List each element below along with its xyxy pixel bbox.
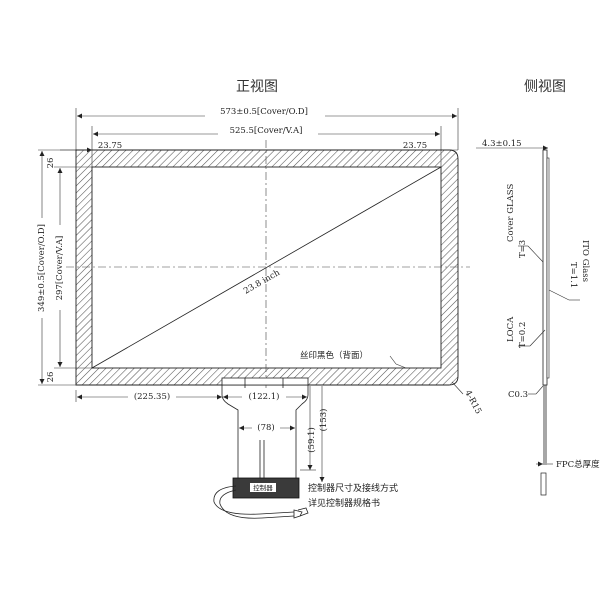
side-view-stack bbox=[540, 149, 550, 496]
dim-side-margins: 23.75 23.75 bbox=[60, 141, 458, 153]
side-view-title: 侧视图 bbox=[524, 79, 566, 95]
corner-radius-label: 4-R15 bbox=[462, 389, 483, 416]
svg-text:(78): (78) bbox=[257, 422, 274, 433]
svg-text:LOCA: LOCA bbox=[506, 316, 516, 342]
svg-text:4.3±0.15: 4.3±0.15 bbox=[482, 139, 522, 149]
svg-text:525.5[Cover/V.A]: 525.5[Cover/V.A] bbox=[230, 126, 303, 136]
controller-board: 控制器 bbox=[232, 477, 300, 499]
svg-text:23.75: 23.75 bbox=[98, 141, 122, 151]
dim-fpc-offset: (225.35) bbox=[75, 390, 222, 402]
svg-text:(59.1): (59.1) bbox=[306, 427, 317, 453]
svg-text:349±0.5[Cover/O.D]: 349±0.5[Cover/O.D] bbox=[37, 224, 47, 312]
svg-text:26: 26 bbox=[46, 372, 56, 383]
chamfer-callout: C0.3 bbox=[508, 385, 544, 400]
svg-text:T=3: T=3 bbox=[518, 240, 528, 258]
loca-callout: LOCA T=0.2 bbox=[506, 316, 546, 348]
svg-text:FPC总厚度: FPC总厚度 bbox=[556, 459, 600, 470]
svg-text:ITO Glass: ITO Glass bbox=[580, 240, 590, 282]
dim-va-height: 297[Cover/V.A] bbox=[54, 166, 92, 369]
dim-fpc-top-width: (122.1) bbox=[223, 390, 307, 402]
svg-text:T=0.2: T=0.2 bbox=[518, 322, 528, 348]
dim-fpc-tail-width: (78) bbox=[239, 421, 295, 433]
controller-label: 控制器 bbox=[253, 483, 273, 492]
touch-panel: 23.8 inch 丝印黑色（背面） 4-R15 bbox=[66, 140, 483, 416]
svg-text:C0.3: C0.3 bbox=[508, 390, 528, 400]
print-note: 丝印黑色（背面） bbox=[300, 350, 368, 361]
dim-outer-width: 573±0.5[Cover/O.D] bbox=[75, 106, 459, 150]
fpc-thickness-callout: FPC总厚度 bbox=[536, 459, 600, 470]
svg-text:26: 26 bbox=[46, 158, 56, 169]
cover-glass-callout: Cover GLASS T=3 bbox=[506, 184, 544, 263]
controller-note-1: 控制器尺寸及接线方式 bbox=[308, 482, 398, 494]
ito-glass-callout: ITO Glass T=1.1 bbox=[548, 240, 590, 301]
front-view-title: 正视图 bbox=[236, 79, 278, 95]
svg-text:(225.35): (225.35) bbox=[134, 391, 170, 402]
svg-text:(122.1): (122.1) bbox=[249, 391, 280, 402]
svg-text:(153): (153) bbox=[318, 409, 329, 432]
side-thickness-dim: 4.3±0.15 bbox=[476, 139, 548, 151]
svg-text:T=1.1: T=1.1 bbox=[568, 262, 578, 288]
svg-text:573±0.5[Cover/O.D]: 573±0.5[Cover/O.D] bbox=[220, 107, 308, 117]
fpc-cable bbox=[221, 377, 309, 480]
svg-text:297[Cover/V.A]: 297[Cover/V.A] bbox=[55, 236, 65, 301]
svg-text:Cover GLASS: Cover GLASS bbox=[506, 184, 516, 242]
dim-fpc-lengths: (59.1) (153) bbox=[300, 386, 329, 482]
controller-wires bbox=[213, 485, 309, 519]
dim-top-bottom-margins: 26 26 bbox=[46, 158, 56, 383]
dim-outer-height: 349±0.5[Cover/O.D] bbox=[35, 149, 76, 386]
controller-note-2: 详见控制器规格书 bbox=[308, 497, 380, 509]
svg-text:23.75: 23.75 bbox=[403, 141, 427, 151]
